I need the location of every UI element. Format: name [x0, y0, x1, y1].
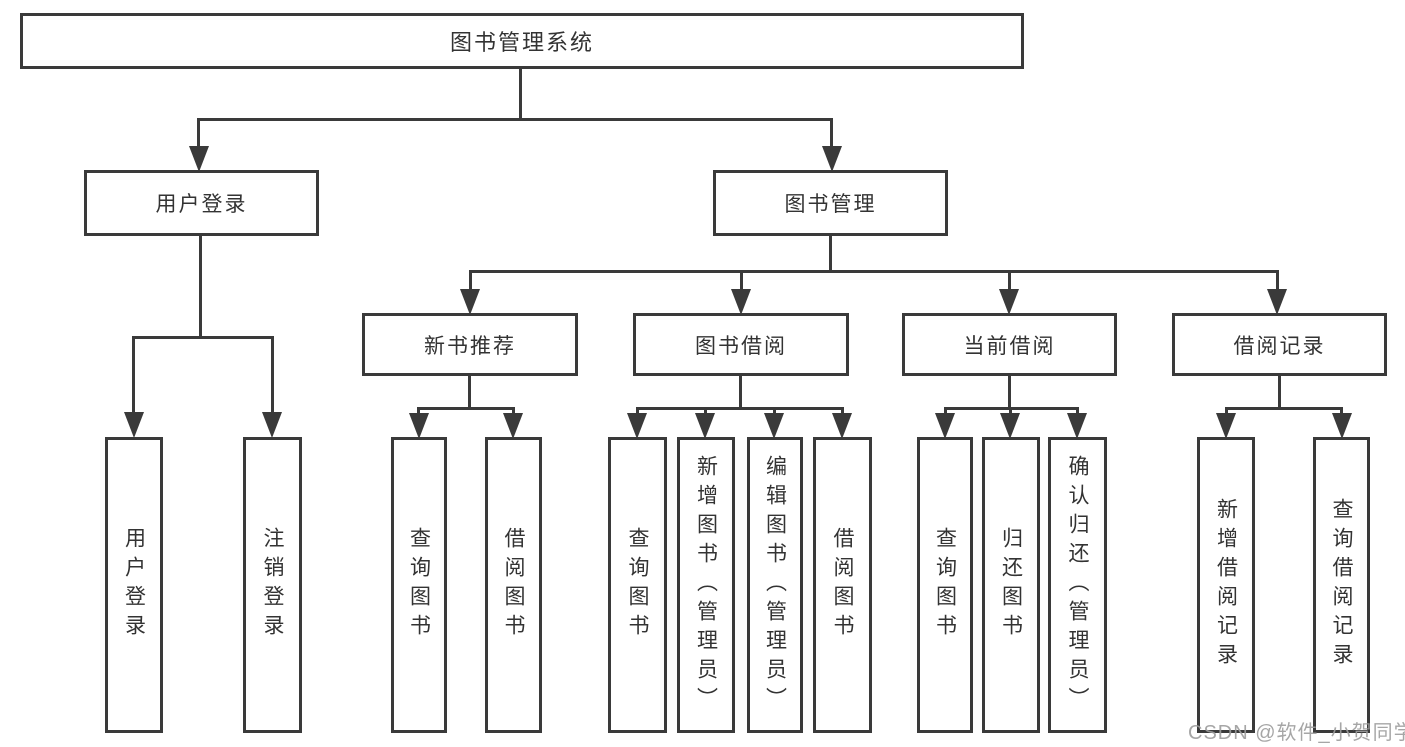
node-borrowing-records-label: 借阅记录 [1233, 334, 1326, 358]
connector-userlogin-drop-left [132, 336, 135, 414]
connector-userlogin-drop-right [271, 336, 274, 414]
arrow-to-user-login [189, 146, 209, 172]
arrow-to-br-add [1216, 413, 1236, 439]
connector-root-drop-right [830, 118, 833, 150]
arrow-to-nbr-borrow [503, 413, 523, 439]
leaf-logout-login-label: 注销登录 [261, 527, 284, 643]
node-book-management: 图书管理 [713, 170, 948, 236]
arrow-to-book-management [822, 146, 842, 172]
leaf-bb-query-books: 查询图书 [608, 437, 667, 733]
arrow-to-leaf-user-login [124, 412, 144, 438]
connector-bb-drop-3 [773, 407, 776, 417]
node-current-borrowing-label: 当前借阅 [963, 334, 1056, 358]
arrow-to-bb-borrow [832, 413, 852, 439]
leaf-bb-edit-books-admin: 编辑图书（管理员） [747, 437, 803, 733]
leaf-bb-add-books-admin-label: 新增图书（管理员） [694, 454, 718, 716]
leaf-nbr-query-books: 查询图书 [391, 437, 447, 733]
connector-bookmgmt-stem [829, 236, 832, 272]
connector-bb-drop-4 [841, 407, 844, 417]
connector-bookmgmt-drop-1 [469, 270, 472, 292]
connector-root-rail [197, 118, 833, 121]
node-current-borrowing: 当前借阅 [902, 313, 1117, 376]
node-book-borrowing-label: 图书借阅 [695, 334, 787, 358]
node-root-label: 图书管理系统 [449, 30, 594, 55]
arrow-to-cb-return [1000, 413, 1020, 439]
node-user-login: 用户登录 [84, 170, 319, 236]
leaf-user-login: 用户登录 [105, 437, 163, 733]
connector-nbr-drop-2 [512, 407, 515, 417]
arrow-to-cb-confirm [1067, 413, 1087, 439]
connector-cb-drop-1 [944, 407, 947, 417]
connector-nbr-stem [468, 376, 471, 409]
node-book-borrowing: 图书借阅 [633, 313, 849, 376]
connector-bb-stem [739, 376, 742, 409]
connector-userlogin-stem [199, 236, 202, 336]
connector-br-drop-1 [1225, 407, 1228, 417]
leaf-cb-query-books: 查询图书 [917, 437, 973, 733]
leaf-br-add-record-label: 新增借阅记录 [1214, 498, 1238, 672]
leaf-nbr-query-books-label: 查询图书 [407, 527, 431, 643]
leaf-nbr-borrow-books: 借阅图书 [485, 437, 542, 733]
connector-cb-drop-2 [1009, 407, 1012, 417]
connector-bb-drop-1 [636, 407, 639, 417]
leaf-cb-return-books: 归还图书 [982, 437, 1040, 733]
leaf-br-query-record: 查询借阅记录 [1313, 437, 1370, 733]
connector-bookmgmt-drop-4 [1276, 270, 1279, 292]
leaf-cb-query-books-label: 查询图书 [933, 527, 957, 643]
leaf-user-login-label: 用户登录 [122, 527, 146, 643]
node-user-login-label: 用户登录 [155, 193, 248, 216]
node-borrowing-records: 借阅记录 [1172, 313, 1387, 376]
leaf-br-add-record: 新增借阅记录 [1197, 437, 1255, 733]
arrow-to-bb-add [695, 413, 715, 439]
connector-bookmgmt-drop-2 [740, 270, 743, 292]
connector-nbr-drop-1 [417, 407, 420, 417]
leaf-bb-add-books-admin: 新增图书（管理员） [677, 437, 735, 733]
connector-nbr-rail [417, 407, 515, 410]
arrow-to-nbr-query [409, 413, 429, 439]
node-new-book-recommend: 新书推荐 [362, 313, 578, 376]
leaf-cb-confirm-return-admin: 确认归还（管理员） [1048, 437, 1107, 733]
leaf-cb-return-books-label: 归还图书 [999, 527, 1023, 643]
leaf-bb-query-books-label: 查询图书 [626, 527, 649, 643]
arrow-to-new-book-recommend [460, 289, 480, 315]
arrow-to-bb-query [627, 413, 647, 439]
connector-br-stem [1278, 376, 1281, 409]
leaf-bb-borrow-books: 借阅图书 [813, 437, 872, 733]
connector-br-rail [1225, 407, 1343, 410]
leaf-cb-confirm-return-admin-label: 确认归还（管理员） [1066, 454, 1089, 716]
connector-userlogin-rail [132, 336, 274, 339]
connector-bb-drop-2 [704, 407, 707, 417]
arrow-to-leaf-logout [262, 412, 282, 438]
leaf-br-query-record-label: 查询借阅记录 [1330, 498, 1353, 672]
connector-root-drop-left [197, 118, 200, 150]
node-root: 图书管理系统 [20, 13, 1024, 69]
node-new-book-recommend-label: 新书推荐 [424, 334, 516, 358]
arrow-to-current-borrowing [999, 289, 1019, 315]
leaf-bb-borrow-books-label: 借阅图书 [831, 527, 854, 643]
leaf-bb-edit-books-admin-label: 编辑图书（管理员） [763, 454, 787, 716]
arrow-to-bb-edit [764, 413, 784, 439]
leaf-nbr-borrow-books-label: 借阅图书 [502, 527, 525, 643]
connector-br-drop-2 [1340, 407, 1343, 417]
connector-bookmgmt-drop-3 [1008, 270, 1011, 292]
node-book-management-label: 图书管理 [784, 193, 877, 216]
connector-root-stem [519, 69, 522, 118]
connector-cb-stem [1008, 376, 1011, 409]
watermark: CSDN @软件_小贺同学 [1188, 722, 1405, 744]
leaf-logout-login: 注销登录 [243, 437, 302, 733]
connector-cb-drop-3 [1076, 407, 1079, 417]
arrow-to-cb-query [935, 413, 955, 439]
arrow-to-book-borrowing [731, 289, 751, 315]
arrow-to-borrowing-records [1267, 289, 1287, 315]
connector-bb-rail [636, 407, 844, 410]
arrow-to-br-query [1332, 413, 1352, 439]
connector-bookmgmt-rail [469, 270, 1279, 273]
